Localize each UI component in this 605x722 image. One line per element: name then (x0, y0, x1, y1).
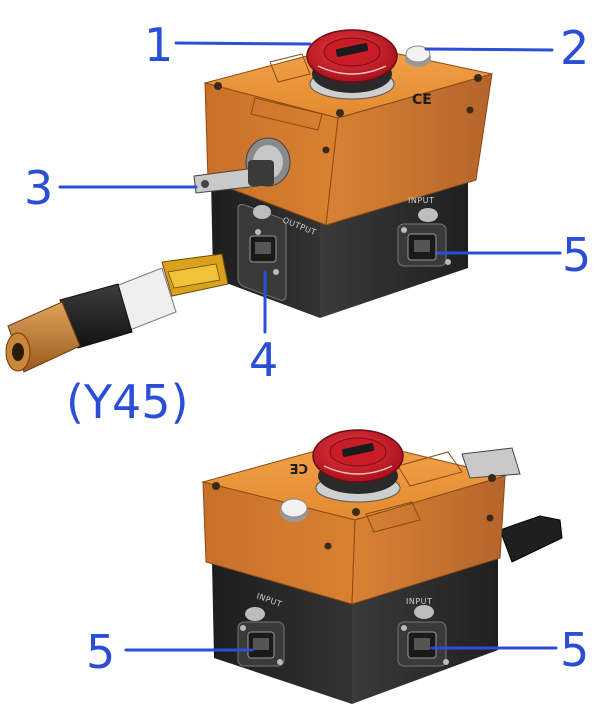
rj45-port-icon (397, 208, 451, 267)
screw-icon (324, 542, 332, 550)
rj45-port-icon (237, 607, 285, 667)
cable-gland-icon (499, 515, 563, 563)
key-switch-icon (461, 447, 521, 479)
screw-icon (488, 474, 496, 482)
label-recess (365, 501, 421, 533)
bottom-device: CE INPUT (201, 429, 563, 704)
label-recess (397, 451, 463, 487)
screw-icon (466, 106, 474, 114)
callout-3: 3 (24, 161, 53, 215)
callout-4: 4 (249, 333, 278, 387)
screw-icon (212, 482, 220, 490)
connector-label: (Y45) (66, 375, 189, 429)
screw-icon (486, 514, 494, 522)
screw-icon (352, 508, 360, 516)
top-device-lid-right-face (325, 73, 493, 226)
callout-2: 2 (560, 21, 589, 75)
ce-mark-icon: CE (412, 92, 432, 108)
callout-5c: 5 (560, 623, 589, 677)
screw-icon (322, 146, 330, 154)
callout-5a: 5 (562, 228, 591, 282)
screw-icon (336, 109, 344, 117)
port-label-bottom-right: INPUT (406, 597, 432, 606)
emergency-stop-button-icon (312, 429, 404, 503)
status-lamp-icon (280, 498, 308, 522)
bottom-device-lid-right-face (351, 475, 506, 605)
key-switch-icon (193, 137, 291, 194)
callout-1: 1 (144, 18, 173, 72)
rj45-port-icon (237, 203, 287, 301)
ce-mark-icon: CE (290, 460, 308, 475)
label-recess (269, 53, 311, 83)
y45-connector (5, 253, 229, 373)
screw-icon (214, 82, 222, 90)
rj45-port-icon (397, 605, 449, 667)
callout-5b: 5 (86, 625, 115, 679)
port-label-top-right: INPUT (408, 196, 434, 205)
screw-icon (474, 74, 482, 82)
status-lamp-icon (405, 45, 431, 67)
top-device: CE (193, 29, 493, 318)
emergency-stop-button-icon (306, 29, 398, 100)
callout-2-leader (424, 47, 554, 52)
callout-1-leader (174, 41, 312, 46)
label-recess (250, 97, 323, 131)
